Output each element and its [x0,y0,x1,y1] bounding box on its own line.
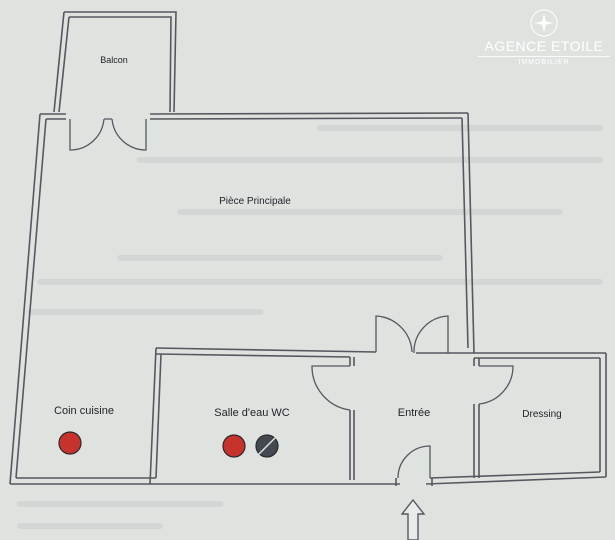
label-main-room: Pièce Principale [219,196,291,207]
bath-wall-left [149,347,162,485]
bath-door [311,365,351,411]
toilet-icon [255,434,279,458]
walls [9,11,607,486]
outer-wall-left [9,113,47,485]
label-bathroom: Salle d'eau WC [214,407,290,419]
agency-name: AGENCE ETOILE [484,38,604,54]
kitchen-sink-icon [58,431,82,455]
label-balcony: Balcon [100,55,128,65]
inner-wall-top [155,347,606,359]
balcony-door [69,118,147,151]
main-entry-door [375,315,449,354]
label-kitchen: Coin cuisine [54,405,114,417]
outer-wall-bottom [10,471,607,485]
bath-sink-icon [222,434,246,458]
entrance-dressing-wall [473,358,480,478]
label-dressing: Dressing [522,409,561,420]
bath-entrance-wall [349,357,355,480]
outer-wall-dressing-right [599,353,607,477]
dressing-door [478,365,514,405]
background-texture [17,125,603,529]
outer-wall-right [461,112,475,354]
doors [69,118,514,479]
entrance-frame [395,478,433,486]
star-logo-icon [530,9,558,37]
agency-logo: AGENCE ETOILE IMMOBILIER [478,8,610,66]
outer-wall-top [40,112,469,120]
balcony-wall [53,11,177,113]
agency-subtitle: IMMOBILIER [478,56,610,66]
entry-arrow-icon [400,498,426,540]
front-door [397,445,431,479]
label-entrance: Entrée [398,407,430,419]
